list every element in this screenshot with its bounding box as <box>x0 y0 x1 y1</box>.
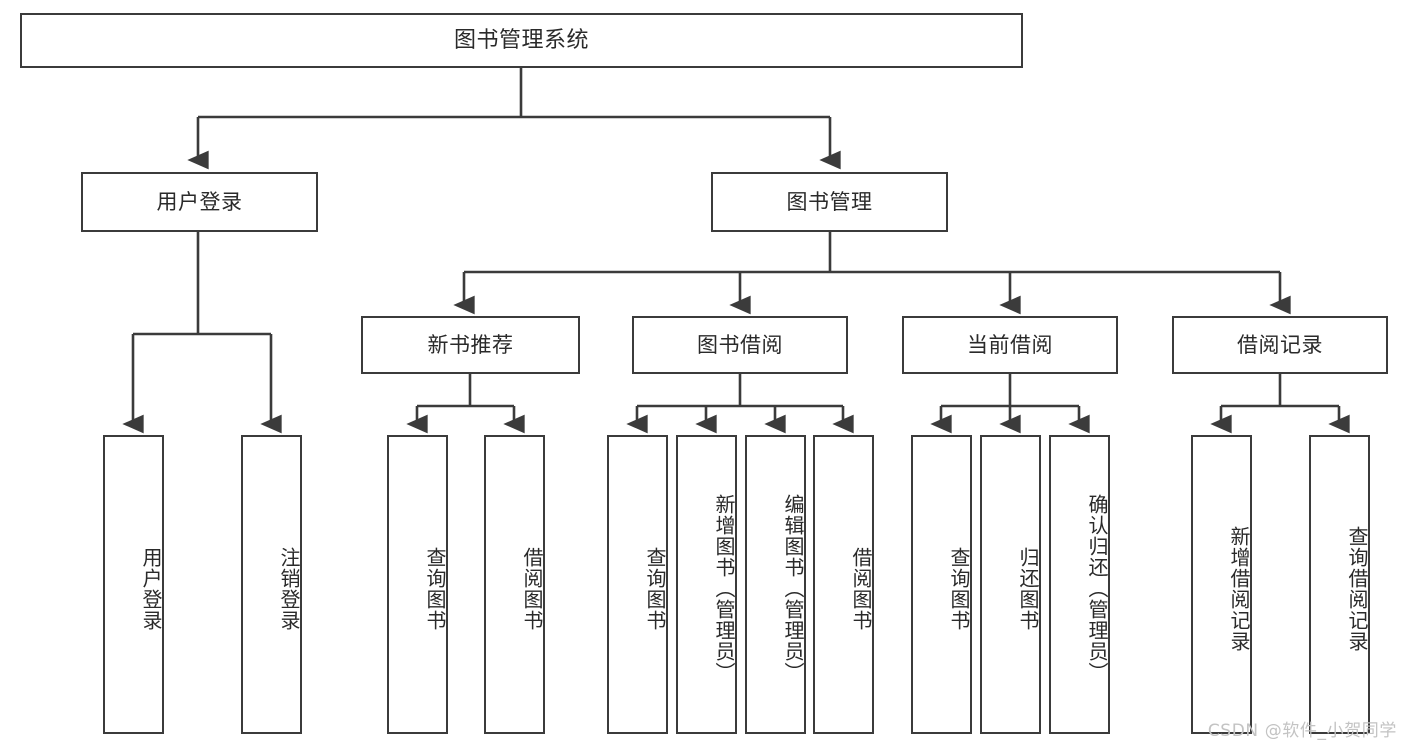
node-label: 借阅图书 <box>849 546 873 631</box>
leaf-borrow-edit-book-admin[interactable]: 编辑图书（管理员） <box>745 435 806 734</box>
node-label: 当前借阅 <box>967 332 1053 357</box>
node-label: 图书管理 <box>786 189 873 214</box>
node-label: 查询图书 <box>947 546 971 631</box>
leaf-recommend-borrow-book[interactable]: 借阅图书 <box>484 435 545 734</box>
node-label: 查询借阅记录 <box>1345 525 1369 652</box>
node-current-borrow[interactable]: 当前借阅 <box>902 316 1118 374</box>
node-book-borrow[interactable]: 图书借阅 <box>632 316 848 374</box>
node-root-system[interactable]: 图书管理系统 <box>20 13 1023 68</box>
node-label: 用户登录 <box>156 189 243 214</box>
node-label: 图书借阅 <box>697 332 783 357</box>
node-label: 查询图书 <box>643 546 667 631</box>
node-label: 确认归还（管理员） <box>1085 494 1109 683</box>
node-label: 图书管理系统 <box>453 27 589 53</box>
leaf-current-confirm-return-admin[interactable]: 确认归还（管理员） <box>1049 435 1110 734</box>
node-label: 新增图书（管理员） <box>712 494 736 683</box>
csdn-watermark: CSDN @软件_小贺同学 <box>1207 721 1397 741</box>
leaf-current-query-book[interactable]: 查询图书 <box>911 435 972 734</box>
leaf-record-add-borrow-record[interactable]: 新增借阅记录 <box>1191 435 1252 734</box>
node-label: 新增借阅记录 <box>1227 525 1251 652</box>
node-label: 查询图书 <box>423 546 447 631</box>
node-label: 编辑图书（管理员） <box>781 494 805 683</box>
node-label: 新书推荐 <box>427 332 514 357</box>
node-borrow-record[interactable]: 借阅记录 <box>1172 316 1388 374</box>
node-label: 注销登录 <box>277 546 301 631</box>
leaf-borrow-query-book[interactable]: 查询图书 <box>607 435 668 734</box>
node-book-management[interactable]: 图书管理 <box>711 172 948 232</box>
leaf-borrow-add-book-admin[interactable]: 新增图书（管理员） <box>676 435 737 734</box>
node-label: 归还图书 <box>1016 546 1040 631</box>
node-label: 用户登录 <box>139 546 163 631</box>
leaf-record-query-borrow-record[interactable]: 查询借阅记录 <box>1309 435 1370 734</box>
leaf-recommend-query-book[interactable]: 查询图书 <box>387 435 448 734</box>
node-label: 借阅图书 <box>520 546 544 631</box>
node-new-book-recommend[interactable]: 新书推荐 <box>361 316 580 374</box>
leaf-borrow-borrow-book[interactable]: 借阅图书 <box>813 435 874 734</box>
node-user-login[interactable]: 用户登录 <box>81 172 318 232</box>
leaf-user-logout-action[interactable]: 注销登录 <box>241 435 302 734</box>
node-label: 借阅记录 <box>1237 332 1323 357</box>
leaf-user-login-action[interactable]: 用户登录 <box>103 435 164 734</box>
leaf-current-return-book[interactable]: 归还图书 <box>980 435 1041 734</box>
